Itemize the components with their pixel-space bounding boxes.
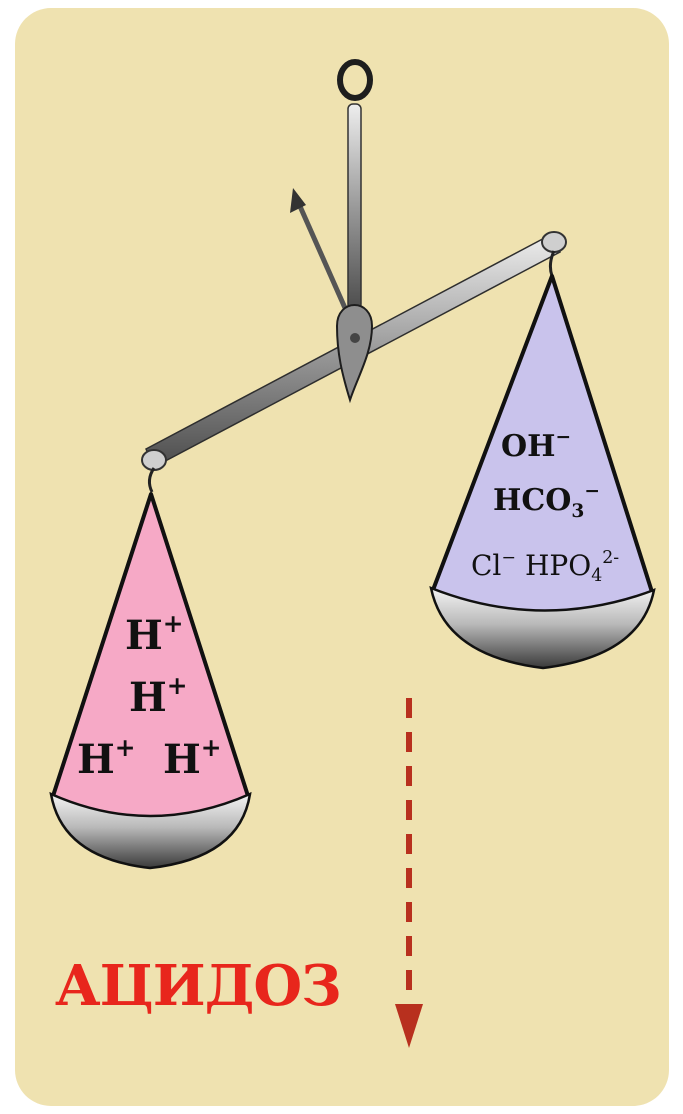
acidosis-caption: АЦИДОЗ (55, 958, 341, 1014)
down-arrow-icon (395, 1004, 423, 1048)
left-ion-4-base: H (163, 736, 201, 783)
bicarbonate-subscript: 3 (571, 501, 584, 522)
hydroxide-base: OH (501, 429, 555, 464)
pointer-needle (299, 204, 345, 308)
beam-right-cap (542, 232, 566, 252)
left-hook (149, 468, 154, 492)
phosphate-subscript: 4 (591, 566, 602, 586)
left-ion-2-base: H (129, 674, 167, 721)
hydroxide-charge: − (555, 427, 571, 448)
beam-left-cap (142, 450, 166, 470)
left-ion-2-charge: + (167, 671, 188, 700)
phosphate-base: HPO (525, 549, 591, 582)
left-ion-3-charge: + (115, 733, 136, 762)
scale-pivot (337, 305, 372, 400)
hanging-ring (340, 62, 370, 98)
pivot-screw (350, 333, 360, 343)
left-ion-1-charge: + (163, 609, 184, 638)
right-hook (550, 251, 554, 276)
left-ion-2: H+ (129, 678, 188, 718)
diagram-card: H+ H+ H+ H+ OH− HCO3− Cl− HPO42- АЦИДОЗ (15, 8, 669, 1106)
chloride-base: Cl (471, 549, 501, 582)
chloride-charge: − (501, 548, 516, 568)
bicarbonate-ion: HCO3− (493, 486, 600, 516)
hanger-rod (348, 104, 361, 309)
left-ion-4: H+ (163, 740, 222, 780)
bicarbonate-base: HCO (493, 483, 571, 518)
left-ion-4-charge: + (201, 733, 222, 762)
bicarbonate-charge: − (584, 481, 600, 502)
phosphate-charge: 2- (602, 548, 619, 568)
left-ion-3: H+ (77, 740, 136, 780)
left-ion-1-base: H (125, 612, 163, 659)
left-ion-1: H+ (125, 616, 184, 656)
chloride-ion: Cl− (471, 552, 516, 580)
left-ion-3-base: H (77, 736, 115, 783)
phosphate-ion: HPO42- (525, 552, 619, 580)
hydroxide-ion: OH− (501, 432, 571, 462)
